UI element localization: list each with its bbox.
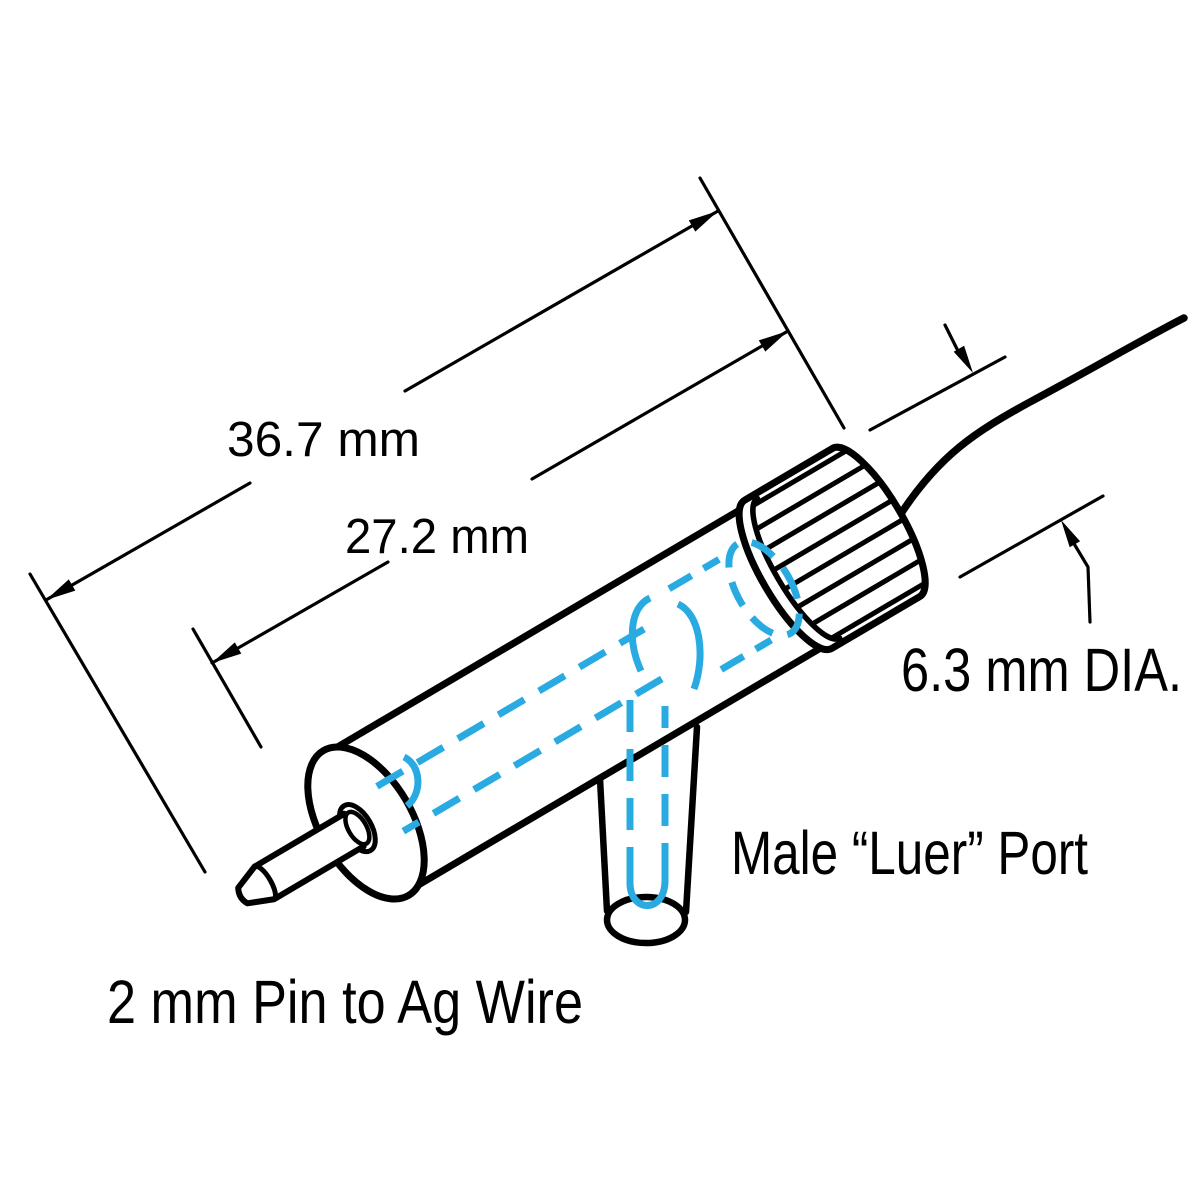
dim-line-27-2-right (530, 329, 790, 481)
arrowheads (46, 211, 1081, 663)
label-luer-port: Male “Luer” Port (731, 819, 1088, 887)
internal-channel-vertical (402, 594, 704, 909)
label-diameter: 6.3 mm DIA. (901, 636, 1182, 704)
arrowhead-36-7-right (688, 211, 718, 232)
counterbore-top-line (667, 556, 721, 592)
extension-line-diameter-bottom (958, 494, 1105, 579)
holder-body-group (235, 501, 833, 907)
arrowhead-27-2-left (212, 642, 242, 663)
port-channel-bottom-u (626, 848, 669, 909)
luer-port-right-edge (682, 723, 701, 916)
label-overall-length: 36.7 mm (227, 413, 420, 467)
body-fill (325, 505, 829, 892)
silver-wire (898, 314, 1188, 516)
luer-port-opening (603, 893, 689, 947)
diameter-arrow-top-line (943, 323, 959, 351)
counterbore-end-ellipse (725, 538, 803, 639)
label-body-length: 27.2 mm (345, 510, 529, 564)
bore-entry-arc (402, 753, 422, 809)
diameter-leader-line (1071, 540, 1092, 624)
body-bottom-edge (413, 639, 833, 890)
arrowhead-27-2-right (758, 331, 788, 352)
dim-line-36-7-right (403, 209, 720, 393)
cap-rim-arc (750, 495, 843, 642)
label-pin-wire: 2 mm Pin to Ag Wire (107, 968, 583, 1036)
bore-bottom-line (401, 670, 673, 835)
extension-line-cap-end (698, 176, 846, 430)
knurl-lines (750, 447, 928, 641)
dimensions (28, 176, 1105, 874)
extension-line-body-face (191, 627, 263, 749)
extension-line-diameter-top (868, 355, 1007, 432)
counterbore-bottom-line (719, 637, 773, 673)
extension-line-pin-tip (28, 572, 207, 874)
arrowhead-36-7-left (46, 579, 76, 600)
internal-bore-axial (375, 538, 803, 835)
bore-top-line (375, 626, 646, 790)
luer-port-fill (600, 727, 697, 905)
luer-port (596, 723, 701, 947)
luer-port-left-edge (596, 775, 611, 915)
dim-line-27-2-left (210, 560, 390, 665)
branch-arc-far (676, 600, 704, 691)
branch-arc-near (628, 594, 652, 673)
arrowhead-diameter-top (953, 345, 973, 373)
pin-base-ring-inner (343, 809, 372, 847)
body-top-edge (332, 501, 752, 752)
pin-tip-chamfer (252, 863, 278, 902)
knurled-cap (735, 443, 929, 654)
dim-line-36-7-left (44, 481, 252, 602)
arrowhead-diameter-bottom (1061, 520, 1081, 548)
cap-outline (735, 443, 929, 654)
